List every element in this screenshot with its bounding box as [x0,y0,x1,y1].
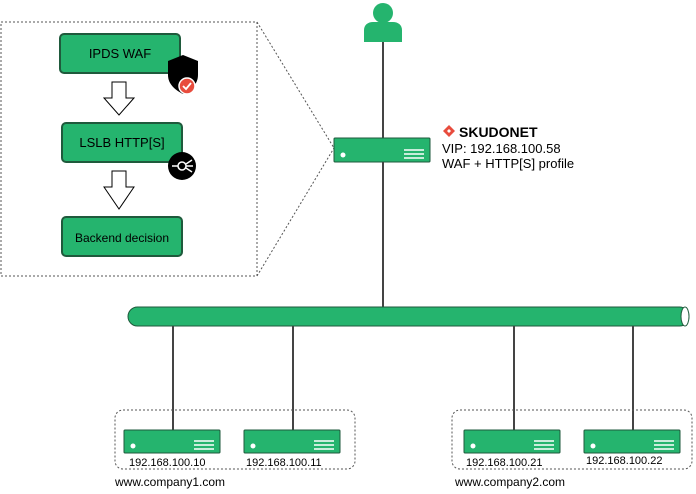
flow-step-lslb-label: LSLB HTTP[S] [79,135,164,150]
server-4 [583,429,681,454]
flow-panel [0,21,258,277]
lb-profile: WAF + HTTP[S] profile [442,156,574,171]
flow-step-backend [61,216,183,257]
server-3 [463,429,561,454]
server-1 [123,429,221,454]
flow-arrow-1 [102,81,136,116]
lb-vip: VIP: 192.168.100.58 [442,141,561,156]
server-2 [243,429,341,454]
skudonet-logo-icon [443,125,455,137]
flow-arrow-2 [103,170,135,210]
user-icon [364,3,402,42]
flow-step-ipds-waf-label: IPDS WAF [89,46,151,61]
zoom-line-bottom [256,147,335,277]
server-3-ip: 192.168.100.21 [466,457,542,469]
load-balancer-appliance [333,137,431,163]
flow-step-lslb [61,122,183,163]
group-company2-domain: www.company2.com [454,475,565,489]
group-company2 [451,409,693,470]
group-company1 [114,409,356,470]
shield-check-icon [168,55,198,95]
balancer-icon [168,152,196,180]
server-4-ip: 192.168.100.22 [586,455,662,467]
group-company1-domain: www.company1.com [114,475,225,489]
server-1-ip: 192.168.100.10 [129,457,205,469]
brand-name: SKUDONET [459,124,538,140]
zoom-line-top [256,21,335,149]
flow-step-backend-label: Backend decision [75,231,169,245]
server-2-ip: 192.168.100.11 [246,457,322,469]
network-bus [127,306,690,327]
flow-step-ipds-waf [59,33,181,74]
